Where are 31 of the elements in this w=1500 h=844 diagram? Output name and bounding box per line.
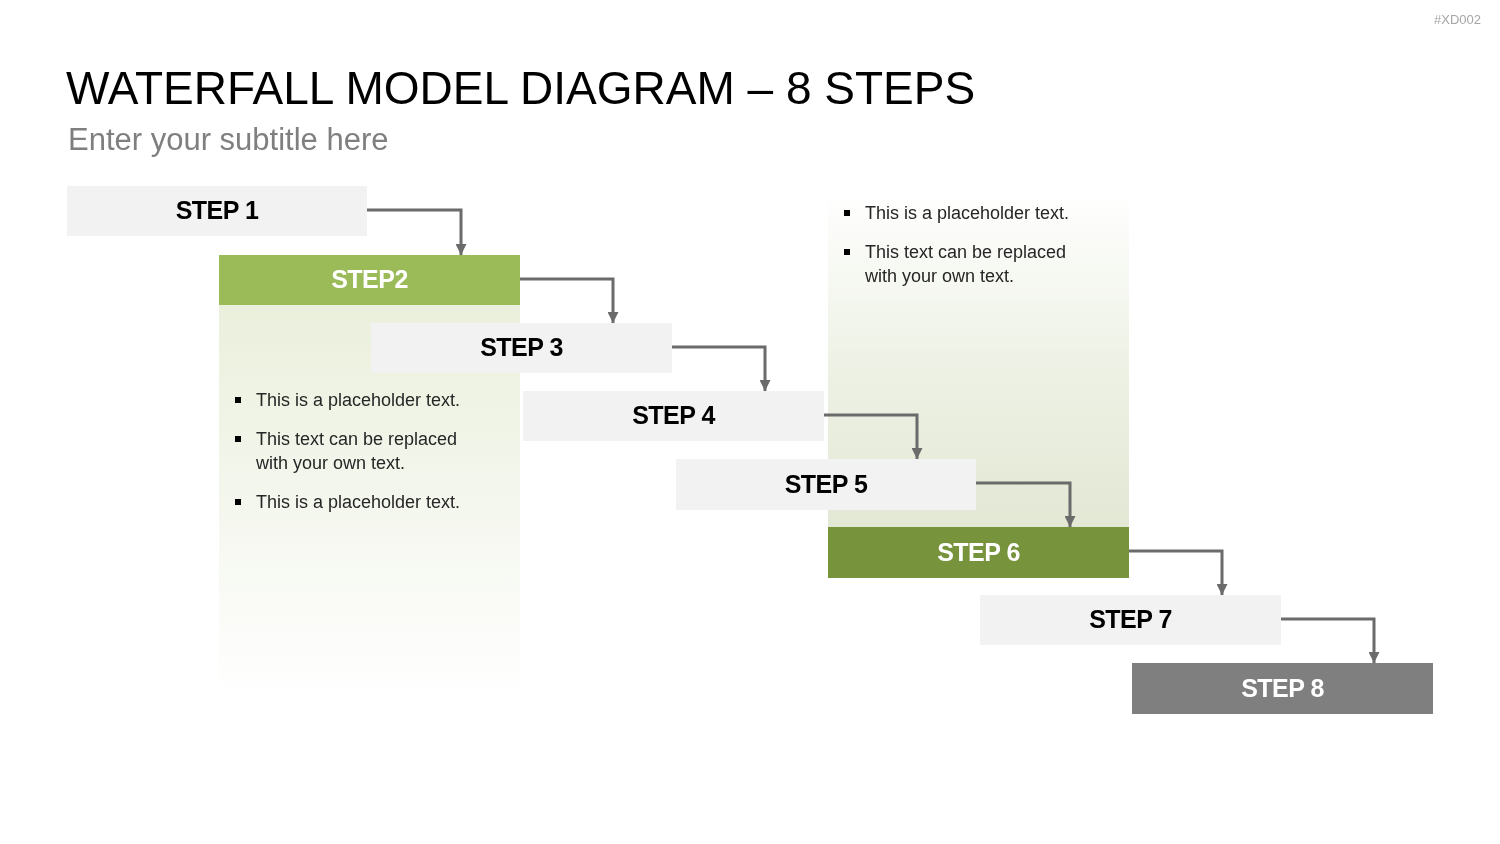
step-label: STEP 7 xyxy=(1089,606,1172,634)
step-box xyxy=(371,323,672,373)
step-label: STEP 1 xyxy=(175,197,259,225)
bullet-text: This is a placeholder text. xyxy=(233,388,488,412)
arrow xyxy=(824,413,923,459)
step-label: STEP 3 xyxy=(480,334,563,362)
subtitle: Enter your subtitle here xyxy=(68,122,389,158)
step-box xyxy=(828,527,1129,578)
bullet-text: This is a placeholder text. xyxy=(233,490,488,514)
step-label: STEP 8 xyxy=(1241,674,1324,703)
step-box xyxy=(676,459,976,510)
step-box xyxy=(67,186,367,236)
step-box xyxy=(219,255,520,305)
title: WATERFALL MODEL DIAGRAM – 8 STEPS xyxy=(66,62,976,115)
step-label: STEP 4 xyxy=(632,402,715,430)
step-box xyxy=(523,391,824,441)
arrow xyxy=(367,208,467,255)
slide-code: #XD002 xyxy=(1434,12,1481,27)
bullet-text: This text can be replaced with your own text. xyxy=(233,427,488,475)
step-box xyxy=(980,595,1281,645)
arrow xyxy=(1129,549,1228,595)
arrow xyxy=(1281,617,1380,663)
arrow xyxy=(976,481,1076,527)
bullet-text: This is a placeholder text. xyxy=(842,201,1097,225)
arrow xyxy=(672,345,771,391)
step-label: STEP 5 xyxy=(784,470,868,499)
bullet-text: This text can be replaced with your own text. xyxy=(842,240,1097,288)
arrow xyxy=(520,277,619,323)
step-label: STEP2 xyxy=(331,266,408,294)
step-label: STEP 6 xyxy=(937,538,1020,567)
step-box xyxy=(1132,663,1433,714)
